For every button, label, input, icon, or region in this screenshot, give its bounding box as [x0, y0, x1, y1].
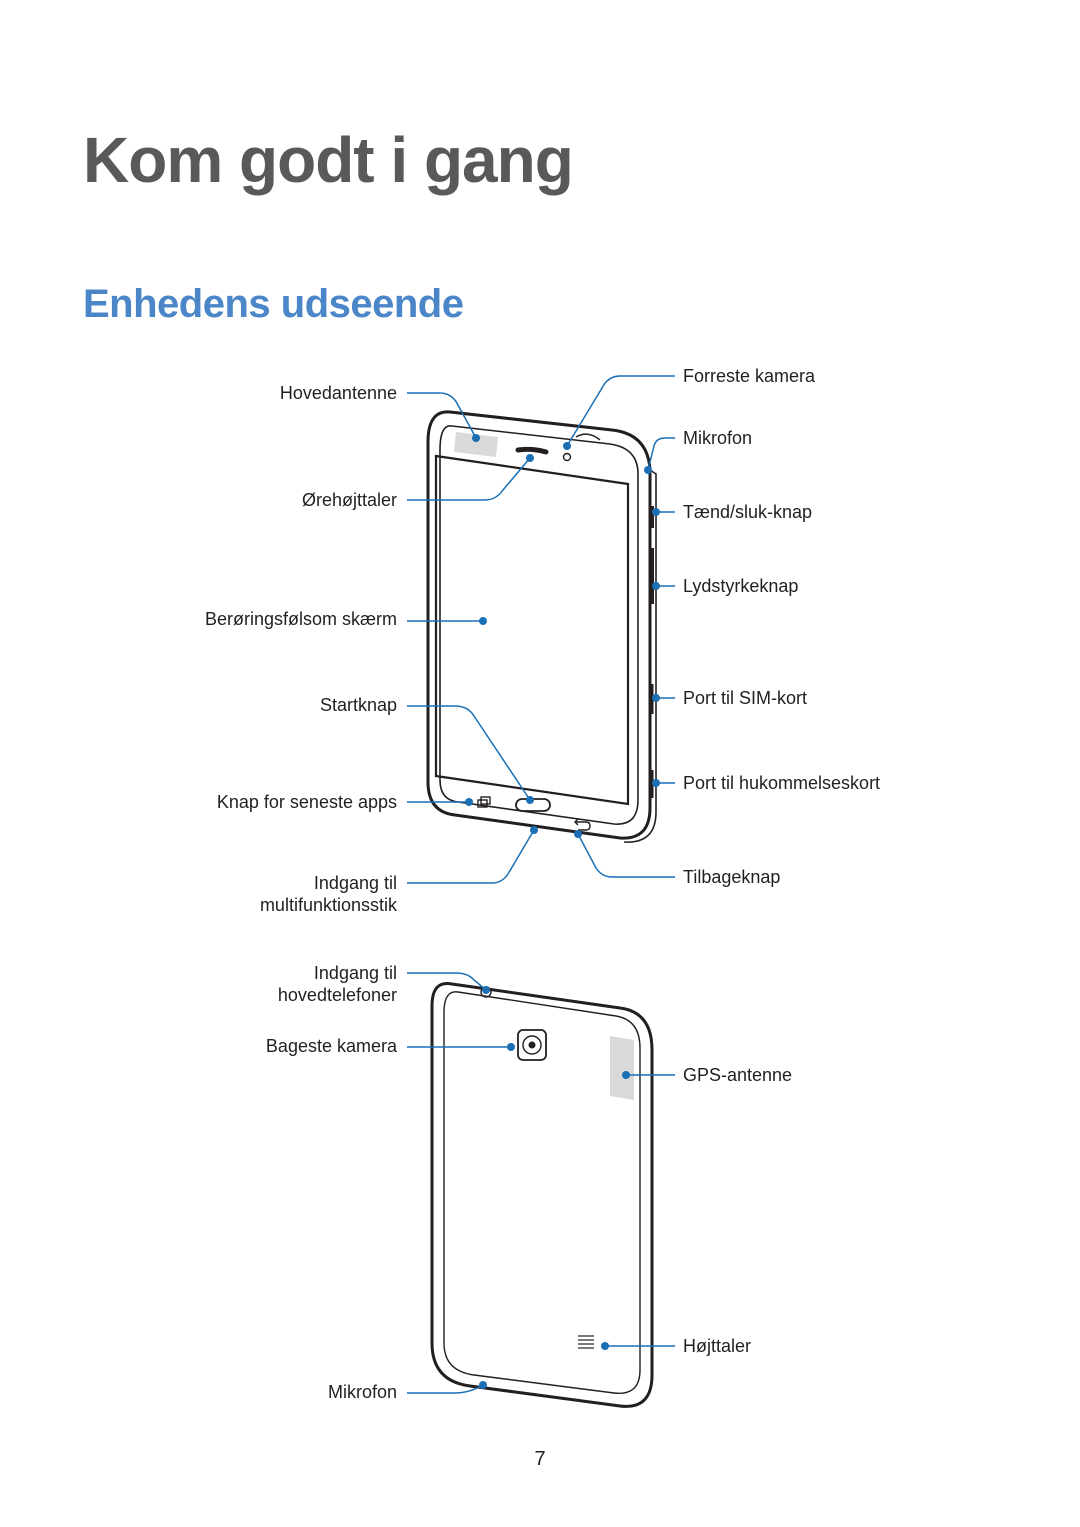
leader-home-button [407, 705, 531, 801]
main-antenna-area [454, 432, 498, 457]
front-device [426, 410, 657, 843]
label-microphone-bottom: Mikrofon [327, 1382, 397, 1402]
label-microphone-top: Mikrofon [683, 428, 753, 448]
label-home-button: Startknap [319, 695, 397, 715]
leader-earpiece [407, 457, 531, 501]
label-volume-button: Lydstyrkeknap [683, 576, 799, 596]
page-title: Kom godt i gang [83, 124, 574, 196]
label-headset-jack: Indgang til hovedtelefoner [278, 962, 397, 1006]
label-main-antenna: Hovedantenne [279, 383, 397, 403]
label-multipurpose-jack-line2: multifunktionsstik [259, 895, 397, 915]
label-memory-card-slot: Port til hukommelseskort [683, 773, 881, 793]
leader-multipurpose-jack [407, 829, 535, 884]
section-title: Enhedens udseende [83, 282, 464, 326]
label-front-camera: Forreste kamera [683, 366, 816, 386]
leader-mic-top [647, 437, 675, 471]
leader-back-button [577, 833, 675, 878]
label-multipurpose-jack: Indgang til multifunktionsstik [260, 872, 397, 916]
leader-main-antenna [407, 392, 477, 439]
label-gps-antenna: GPS-antenne [683, 1065, 793, 1085]
label-speaker: Højttaler [683, 1336, 752, 1356]
label-touchscreen: Berøringsfølsom skærm [204, 609, 397, 629]
label-earpiece: Ørehøjttaler [301, 490, 397, 510]
label-multipurpose-jack-line1: Indgang til [313, 873, 397, 893]
label-power-button: Tænd/sluk-knap [683, 502, 813, 522]
label-back-button: Tilbageknap [683, 867, 781, 887]
label-headset-jack-line1: Indgang til [313, 963, 397, 983]
label-sim-slot: Port til SIM-kort [683, 688, 808, 708]
page-number: 7 [534, 1448, 546, 1470]
back-device [430, 981, 654, 1408]
gps-antenna-area [610, 1036, 634, 1100]
leader-headset-jack [407, 972, 487, 991]
label-headset-jack-line2: hovedtelefoner [277, 985, 397, 1005]
label-rear-camera: Bageste kamera [265, 1036, 397, 1056]
label-recent-apps-button: Knap for seneste apps [216, 792, 397, 812]
leader-front-camera [566, 375, 675, 447]
